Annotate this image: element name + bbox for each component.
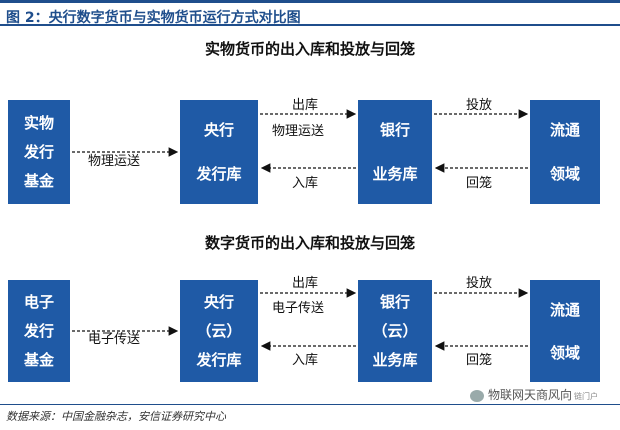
watermark-sub: 链门户 — [574, 392, 599, 401]
bank-cloud-vault-box: 银行 （云） 业务库 — [358, 280, 432, 382]
central-bank-vault-box: 央行 发行库 — [180, 100, 258, 204]
transport-between-label: 物理运送 — [272, 124, 325, 139]
out-warehouse-label-digital: 出库 — [292, 276, 319, 291]
data-source: 数据来源：中国金融杂志，安信证券研究中心 — [6, 410, 226, 423]
release-label: 投放 — [466, 98, 493, 113]
bank-vault-box: 银行 业务库 — [358, 100, 432, 204]
watermark: 物联网天商风向链门户 — [470, 386, 598, 403]
out-warehouse-label: 出库 — [292, 98, 319, 113]
circulation-box: 流通 领域 — [530, 100, 600, 204]
circulation-box-digital: 流通 领域 — [530, 280, 600, 382]
figure-title: 图 2：央行数字货币与实物货币运行方式对比图 — [6, 10, 301, 26]
electronic-transport-label: 电子传送 — [88, 332, 141, 347]
watermark-text: 物联网天商风向 — [488, 388, 573, 402]
in-warehouse-label-digital: 入库 — [292, 353, 319, 368]
header-bar: 图 2：央行数字货币与实物货币运行方式对比图 — [0, 0, 620, 26]
withdraw-label-digital: 回笼 — [466, 353, 493, 368]
in-warehouse-label: 入库 — [292, 176, 319, 191]
electronic-transport-between-label: 电子传送 — [272, 301, 325, 316]
physical-issuer-box: 实物 发行 基金 — [8, 100, 70, 204]
section-1-title: 实物货币的出入库和投放与回笼 — [204, 40, 415, 58]
section-2-title: 数字货币的出入库和投放与回笼 — [204, 234, 415, 252]
withdraw-label: 回笼 — [466, 176, 493, 191]
release-label-digital: 投放 — [466, 276, 493, 291]
wechat-icon — [470, 389, 484, 402]
central-bank-cloud-vault-box: 央行 （云） 发行库 — [180, 280, 258, 382]
footer-divider — [0, 404, 620, 405]
transport-label: 物理运送 — [88, 154, 141, 169]
electronic-issuer-box: 电子 发行 基金 — [8, 280, 70, 382]
